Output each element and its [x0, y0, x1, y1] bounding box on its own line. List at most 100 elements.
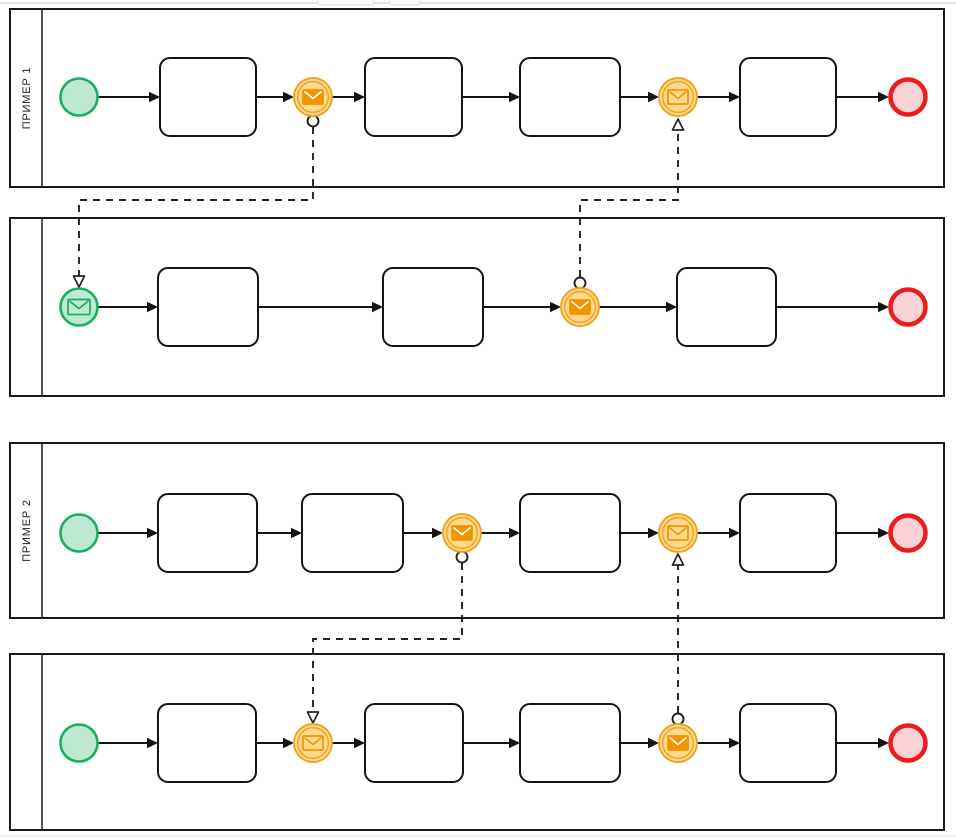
pool-3-message-throw-event	[442, 513, 482, 553]
pool-3-end-event	[888, 513, 928, 553]
pool-3-sequence-flows	[98, 527, 889, 539]
sequence-flow-arrowhead	[878, 737, 889, 749]
message-icon	[67, 298, 91, 316]
task-shape	[739, 493, 837, 573]
message-icon-flap	[570, 300, 590, 310]
pool-1-task-4	[739, 57, 837, 137]
task-shape	[519, 57, 621, 137]
sequence-flow-arrowhead	[283, 91, 294, 103]
pool-1-task-3	[519, 57, 621, 137]
pool-4-task-2	[364, 703, 464, 783]
intermediate-event-inner-circle	[661, 516, 695, 550]
message-flow-arrowhead	[671, 553, 685, 566]
sequence-flow-arrowhead	[509, 737, 520, 749]
message-icon-flap	[668, 90, 688, 100]
pool-1-start-event	[59, 77, 99, 117]
end-event-circle	[888, 723, 928, 763]
task-shape	[676, 267, 777, 347]
pool-3-task-4	[739, 493, 837, 573]
end-event-circle	[888, 287, 928, 327]
pool-2-task-1	[157, 267, 259, 347]
sequence-flow-arrowhead	[354, 91, 365, 103]
message-flow-line	[78, 127, 314, 276]
sequence-flow-arrowhead	[550, 301, 561, 313]
message-flow-3	[306, 550, 469, 724]
sequence-flow-arrowhead	[372, 301, 383, 313]
sequence-flow-arrowhead	[432, 527, 443, 539]
intermediate-event-inner-circle	[661, 80, 695, 114]
task-shape	[157, 493, 258, 573]
task-shape	[159, 57, 257, 137]
pool-2-message-start-event	[59, 287, 99, 327]
intermediate-event-outer-circle	[293, 723, 333, 763]
sequence-flow-arrowhead	[283, 737, 294, 749]
message-flow-arrowhead	[72, 275, 86, 288]
message-flow-line	[312, 563, 463, 712]
message-icon-flap	[668, 736, 688, 746]
sequence-flow-arrowhead	[149, 91, 160, 103]
pool-2-task-2	[382, 267, 484, 347]
pool-2-task-3	[676, 267, 777, 347]
pool-label: ПРИМЕР 2	[21, 499, 33, 562]
sequence-flow-arrowhead	[291, 527, 302, 539]
message-icon-flap	[452, 526, 472, 536]
pool-4-task-3	[519, 703, 621, 783]
intermediate-event-outer-circle	[658, 77, 698, 117]
sequence-flow-arrowhead	[147, 301, 158, 313]
sequence-flow-arrowhead	[878, 527, 889, 539]
message-icon-flap	[668, 526, 688, 536]
pool-3-task-3	[519, 493, 621, 573]
sequence-flow-arrowhead	[729, 737, 740, 749]
sequence-flow-arrowhead	[666, 301, 677, 313]
pool-1-end-event	[888, 77, 928, 117]
pool-4-message-catch-event	[293, 723, 333, 763]
message-icon	[667, 89, 689, 105]
sequence-flow-arrowhead	[354, 737, 365, 749]
pool-3-message-catch-event	[658, 513, 698, 553]
intermediate-event-inner-circle	[445, 516, 479, 550]
message-flow-1	[72, 114, 320, 288]
message-icon-flap	[303, 736, 323, 746]
message-icon	[667, 525, 689, 541]
task-shape	[364, 703, 464, 783]
message-flow-source-circle	[671, 712, 685, 726]
intermediate-event-inner-circle	[563, 290, 597, 324]
message-flow-source-circle	[573, 276, 587, 290]
pool-4-end-event	[888, 723, 928, 763]
message-flow-source-circle	[455, 550, 469, 564]
task-shape	[519, 493, 621, 573]
task-shape	[157, 703, 257, 783]
end-event-circle	[888, 513, 928, 553]
sequence-flow-arrowhead	[729, 527, 740, 539]
task-shape	[364, 57, 463, 137]
pool-1-task-1	[159, 57, 257, 137]
start-event-circle	[59, 513, 99, 553]
pool-1-sequence-flows	[98, 91, 889, 103]
pool-3-start-event	[59, 513, 99, 553]
sequence-flow-arrowhead	[147, 527, 158, 539]
sequence-flow-arrowhead	[878, 301, 889, 313]
pool-4-task-1	[157, 703, 257, 783]
start-event-circle	[59, 287, 99, 327]
sequence-flow-arrowhead	[509, 527, 520, 539]
message-flow-arrowhead	[306, 711, 320, 724]
pool-1-message-throw-event	[293, 77, 333, 117]
message-flow-2	[573, 118, 685, 290]
intermediate-event-inner-circle	[296, 726, 330, 760]
message-flow-line	[579, 130, 679, 277]
sequence-flow-arrowhead	[878, 91, 889, 103]
intermediate-event-inner-circle	[296, 80, 330, 114]
pool-1-task-2	[364, 57, 463, 137]
end-event-circle	[888, 77, 928, 117]
message-icon-flap	[303, 90, 323, 100]
sequence-flow-arrowhead	[648, 527, 659, 539]
message-icon	[302, 735, 324, 751]
task-shape	[739, 703, 837, 783]
task-shape	[157, 267, 259, 347]
pool-4-message-throw-event	[658, 723, 698, 763]
task-shape	[739, 57, 837, 137]
sequence-flow-arrowhead	[729, 91, 740, 103]
message-flow-4	[671, 553, 685, 726]
pool-4-sequence-flows	[98, 737, 889, 749]
